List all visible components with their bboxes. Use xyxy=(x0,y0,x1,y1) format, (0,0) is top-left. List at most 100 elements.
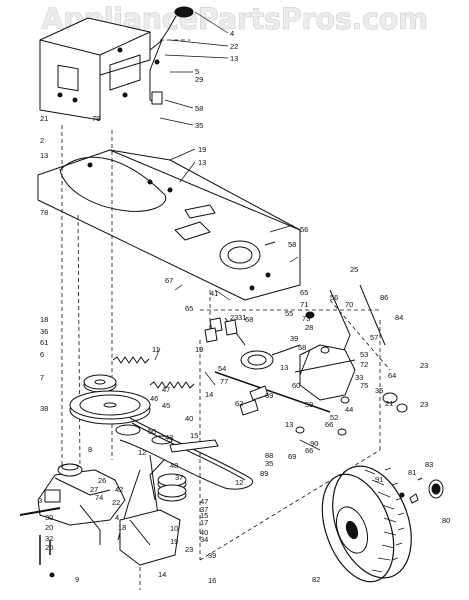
callout-number: 37 xyxy=(200,505,208,514)
callout-number: 6 xyxy=(40,350,44,359)
callout-number: 23 xyxy=(185,545,193,554)
leader-lines xyxy=(154,11,321,451)
callout-number: 37 xyxy=(175,473,183,482)
callout-number: 19 xyxy=(198,145,206,154)
callout-number: 22 xyxy=(112,498,120,507)
callout-number: 40 xyxy=(200,528,208,537)
callout-number: 13 xyxy=(285,420,293,429)
callout-number: 14 xyxy=(158,570,166,579)
callout-number: 39 xyxy=(290,334,298,343)
callout-number: 46 xyxy=(150,394,158,403)
callout-number: 28 xyxy=(305,323,313,332)
callout-number: 17 xyxy=(200,518,208,527)
hub-parts xyxy=(399,477,444,504)
callout-number: 4 xyxy=(230,29,234,38)
callout-number: 12 xyxy=(235,478,243,487)
callout-number: 10 xyxy=(170,524,178,533)
callout-number: 47 xyxy=(162,385,170,394)
callout-number: 64 xyxy=(388,371,396,380)
callout-number: 13 xyxy=(280,363,288,372)
callout-number: 35 xyxy=(375,386,383,395)
callout-number: 34 xyxy=(200,535,208,544)
callout-number: 59 xyxy=(305,400,313,409)
callout-number: 23 xyxy=(230,313,238,322)
callout-number: 70 xyxy=(345,300,353,309)
callout-number: 18 xyxy=(118,523,126,532)
callout-number: 31 xyxy=(238,313,246,322)
callout-number: 91 xyxy=(375,475,383,484)
callout-number: 84 xyxy=(395,313,403,322)
callout-number: 4 xyxy=(115,513,119,522)
transaxle xyxy=(19,463,126,578)
callout-number: 7 xyxy=(40,373,44,382)
callout-number: 56 xyxy=(300,225,308,234)
callout-number: 89 xyxy=(260,469,268,478)
callout-number: 71 xyxy=(300,300,308,309)
callout-number: 30 xyxy=(45,513,53,522)
callout-number: 33 xyxy=(355,373,363,382)
callout-number: 21 xyxy=(385,399,393,408)
callout-number: 21 xyxy=(40,114,48,123)
callout-number: 86 xyxy=(380,293,388,302)
callout-number: 73 xyxy=(302,314,310,323)
callout-number: 58 xyxy=(288,240,296,249)
springs xyxy=(112,356,195,389)
callout-number: 74 xyxy=(95,493,103,502)
lower-bracket xyxy=(119,509,181,566)
callout-number: 75 xyxy=(360,381,368,390)
callout-number: 47 xyxy=(200,497,208,506)
callout-number: 53 xyxy=(360,350,368,359)
callout-number: 5 xyxy=(195,67,199,76)
callout-number: 81 xyxy=(408,468,416,477)
callout-number: 50 xyxy=(148,427,156,436)
callout-number: 42 xyxy=(115,485,123,494)
callout-number: 62 xyxy=(235,399,243,408)
callout-number: 20 xyxy=(45,543,53,552)
callout-number: 19 xyxy=(195,345,203,354)
callout-number: 44 xyxy=(345,405,353,414)
callout-number: 60 xyxy=(292,381,300,390)
main-frame xyxy=(37,149,301,301)
lever-assembly xyxy=(149,6,194,105)
callout-number: 58 xyxy=(298,343,306,352)
callout-number: 27 xyxy=(90,485,98,494)
callout-number: 11 xyxy=(152,345,160,354)
callout-number: 3 xyxy=(38,496,42,505)
callout-number: 20 xyxy=(45,523,53,532)
callout-number: 29 xyxy=(195,75,203,84)
callout-number: 77 xyxy=(220,377,228,386)
callout-number: 72 xyxy=(360,360,368,369)
callout-number: 40 xyxy=(185,414,193,423)
callout-number: 68 xyxy=(245,315,253,324)
callout-number: 36 xyxy=(40,327,48,336)
callout-number: 88 xyxy=(265,451,273,460)
callout-number: 22 xyxy=(230,42,238,51)
callout-number: 54 xyxy=(218,364,226,373)
brake-linkage xyxy=(204,311,408,436)
callout-number: 78 xyxy=(40,208,48,217)
callout-number: 2 xyxy=(40,136,44,145)
callout-number: 8 xyxy=(88,445,92,454)
callout-number: 58 xyxy=(195,104,203,113)
rear-tire xyxy=(321,465,412,583)
callout-number: 41 xyxy=(210,289,218,298)
callout-number: 25 xyxy=(350,265,358,274)
callout-number: 15 xyxy=(200,511,208,520)
callout-number: 35 xyxy=(265,459,273,468)
callout-number: 79 xyxy=(92,114,100,123)
callout-number: 65 xyxy=(185,304,193,313)
callout-number: 13 xyxy=(40,151,48,160)
callout-number: 43 xyxy=(165,433,173,442)
callout-number: 69 xyxy=(265,391,273,400)
callout-number: 16 xyxy=(208,576,216,585)
callout-number: 15 xyxy=(190,431,198,440)
callout-number: 69 xyxy=(288,452,296,461)
callout-number: 67 xyxy=(165,276,173,285)
callout-number: 9 xyxy=(75,575,79,584)
callout-number: 66 xyxy=(325,420,333,429)
callout-number: 45 xyxy=(162,401,170,410)
callout-number: 80 xyxy=(442,516,450,525)
callout-number: 83 xyxy=(425,460,433,469)
